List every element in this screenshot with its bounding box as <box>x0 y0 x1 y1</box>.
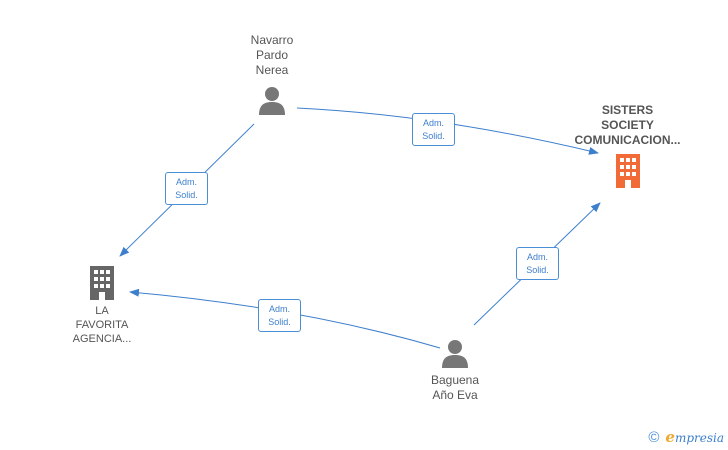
footer-branding: © empresia <box>648 428 724 446</box>
person-name: Navarro Pardo Nerea <box>250 33 294 77</box>
brand-logo[interactable]: empresia <box>665 428 724 446</box>
person-node-navarro[interactable]: Navarro Pardo Nerea <box>232 33 312 116</box>
person-icon <box>259 87 285 115</box>
company-name: LA FAVORITA AGENCIA... <box>72 305 132 345</box>
company-node-sisters[interactable]: SISTERS SOCIETY COMUNICACION... <box>565 103 690 188</box>
relation-badge-navarro-favorita[interactable]: Adm. Solid. <box>165 172 208 205</box>
building-icon <box>615 154 640 188</box>
relation-badge-navarro-sisters[interactable]: Adm. Solid. <box>412 113 455 146</box>
copyright-icon: © <box>648 428 660 446</box>
building-icon <box>90 266 114 300</box>
person-icon <box>442 340 468 368</box>
company-name: SISTERS SOCIETY COMUNICACION... <box>574 103 681 147</box>
person-name: Baguena Año Eva <box>430 373 480 402</box>
company-node-favorita[interactable]: LA FAVORITA AGENCIA... <box>52 266 152 346</box>
relation-badge-baguena-favorita[interactable]: Adm. Solid. <box>258 299 301 332</box>
relation-badge-baguena-sisters[interactable]: Adm. Solid. <box>516 247 559 280</box>
person-node-baguena[interactable]: Baguena Año Eva <box>415 339 495 403</box>
